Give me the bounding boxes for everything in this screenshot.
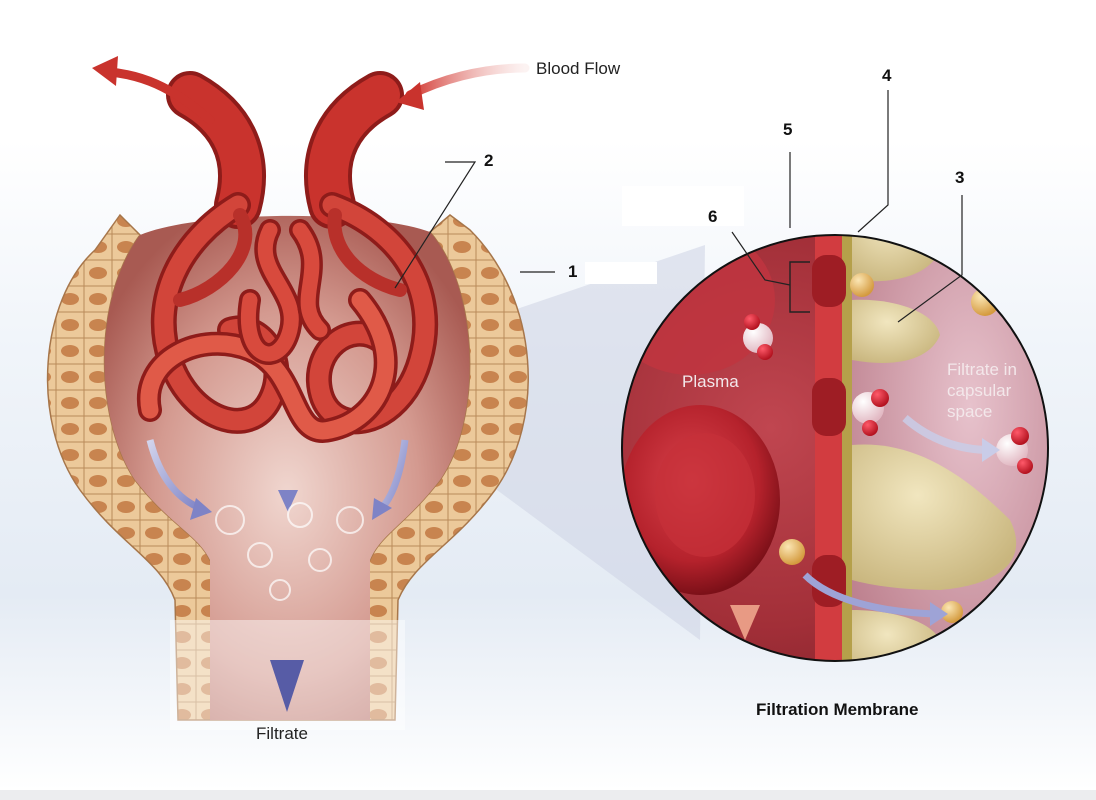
- inset-border: [621, 234, 1049, 662]
- blood-flow-in-arrowhead: [396, 82, 424, 110]
- small-molecule: [941, 601, 963, 623]
- plasma-label: Plasma: [682, 372, 739, 391]
- figure-caption: Filtration Membrane: [756, 700, 919, 719]
- fenestration: [812, 378, 846, 436]
- filtrate-label: Filtrate: [256, 724, 308, 743]
- protein-molecule: [743, 314, 773, 360]
- protein-molecule: [996, 427, 1033, 474]
- small-molecule: [850, 273, 874, 297]
- answer-box-upper: [622, 186, 744, 226]
- leader-line-2: [394, 161, 477, 289]
- marker-6: 6: [708, 207, 718, 226]
- marker-3: 3: [955, 168, 965, 187]
- filtration-membrane-inset: [622, 235, 1048, 661]
- marker-2: 2: [484, 151, 494, 170]
- podocyte: [852, 299, 940, 363]
- small-molecule: [779, 539, 805, 565]
- glomerulus: [136, 71, 439, 443]
- blood-flow-out-arrowhead: [92, 56, 118, 86]
- blood-flow-label: Blood Flow: [536, 59, 621, 78]
- podocyte: [852, 610, 940, 661]
- filtrate-capsular-label-line3: space: [947, 402, 993, 421]
- marker-4: 4: [882, 66, 892, 85]
- filtrate-capsular-label-line2: capsular: [947, 381, 1012, 400]
- podocyte: [852, 444, 1017, 590]
- leader-line-4: [857, 90, 889, 233]
- leader-line-3: [897, 195, 963, 323]
- marker-5: 5: [783, 120, 793, 139]
- filtrate-capsular-label-line1: Filtrate in: [947, 360, 1017, 379]
- protein-molecule: [852, 389, 889, 436]
- blood-flow-in-arrow: [405, 63, 530, 100]
- bracket-6: [789, 261, 810, 313]
- blood-flow-out-arrow: [105, 67, 215, 125]
- leader-line-6: [731, 231, 791, 286]
- filtrate-bubbles: [215, 502, 364, 601]
- fenestration: [812, 255, 846, 307]
- filtrate-arrows: [146, 420, 409, 712]
- marker-1: 1: [568, 262, 578, 281]
- answer-box-1: [585, 262, 657, 284]
- footer-strip: [0, 790, 1096, 800]
- filtrate-down-arrowhead: [270, 660, 304, 712]
